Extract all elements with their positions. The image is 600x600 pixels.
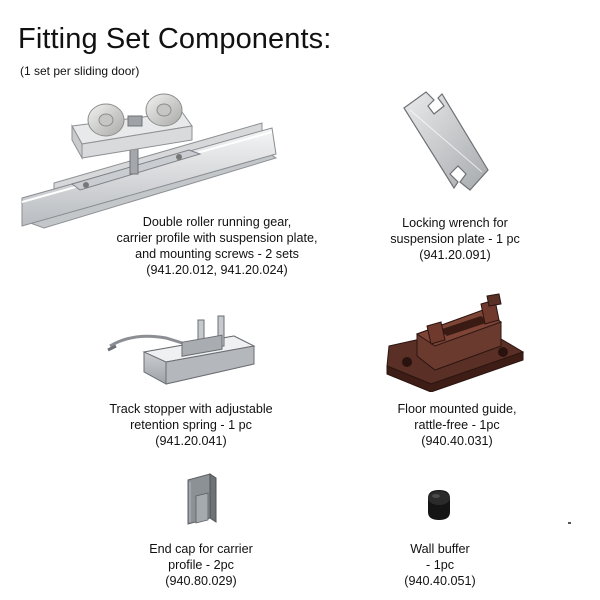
caption-line: (941.20.012, 941.20.024)	[146, 263, 288, 277]
caption-line: and mounting screws - 2 sets	[135, 247, 299, 261]
caption-line: retention spring - 1 pc	[130, 418, 252, 432]
caption-line: End cap for carrier	[149, 542, 253, 556]
page-title: Fitting Set Components:	[18, 23, 332, 55]
stray-dot	[568, 522, 571, 524]
caption-line: Locking wrench for	[402, 216, 508, 230]
wall-buffer-icon	[428, 490, 450, 520]
caption-line: carrier profile with suspension plate,	[116, 231, 318, 245]
caption-line: (941.20.091)	[419, 248, 491, 262]
caption-line: Track stopper with adjustable	[109, 402, 273, 416]
roller-running-gear-icon	[21, 93, 278, 229]
end-cap-icon	[187, 473, 217, 525]
caption-line: - 1pc	[426, 558, 454, 572]
page-subtitle: (1 set per sliding door)	[20, 64, 140, 78]
caption-track-stopper: Track stopper with adjustable retention …	[86, 401, 296, 449]
caption-wall-buffer: Wall buffer - 1pc (940.40.051)	[376, 541, 504, 589]
caption-line: Wall buffer	[410, 542, 470, 556]
caption-line: (940.40.051)	[404, 574, 476, 588]
caption-line: (940.40.031)	[421, 434, 493, 448]
caption-roller-gear: Double roller running gear, carrier prof…	[86, 214, 348, 278]
floor-guide-icon	[386, 293, 525, 392]
track-stopper-icon	[107, 315, 256, 385]
caption-line: Double roller running gear,	[142, 215, 292, 229]
caption-locking-wrench: Locking wrench for suspension plate - 1 …	[370, 215, 540, 263]
caption-line: Floor mounted guide,	[397, 402, 517, 416]
caption-line: profile - 2pc	[168, 558, 234, 572]
caption-line: (940.80.029)	[165, 574, 237, 588]
caption-floor-guide: Floor mounted guide, rattle-free - 1pc (…	[372, 401, 542, 449]
caption-line: (941.20.041)	[155, 434, 227, 448]
caption-line: rattle-free - 1pc	[414, 418, 500, 432]
caption-line: suspension plate - 1 pc	[390, 232, 520, 246]
caption-end-cap: End cap for carrier profile - 2pc (940.8…	[126, 541, 276, 589]
locking-wrench-icon	[403, 91, 489, 191]
